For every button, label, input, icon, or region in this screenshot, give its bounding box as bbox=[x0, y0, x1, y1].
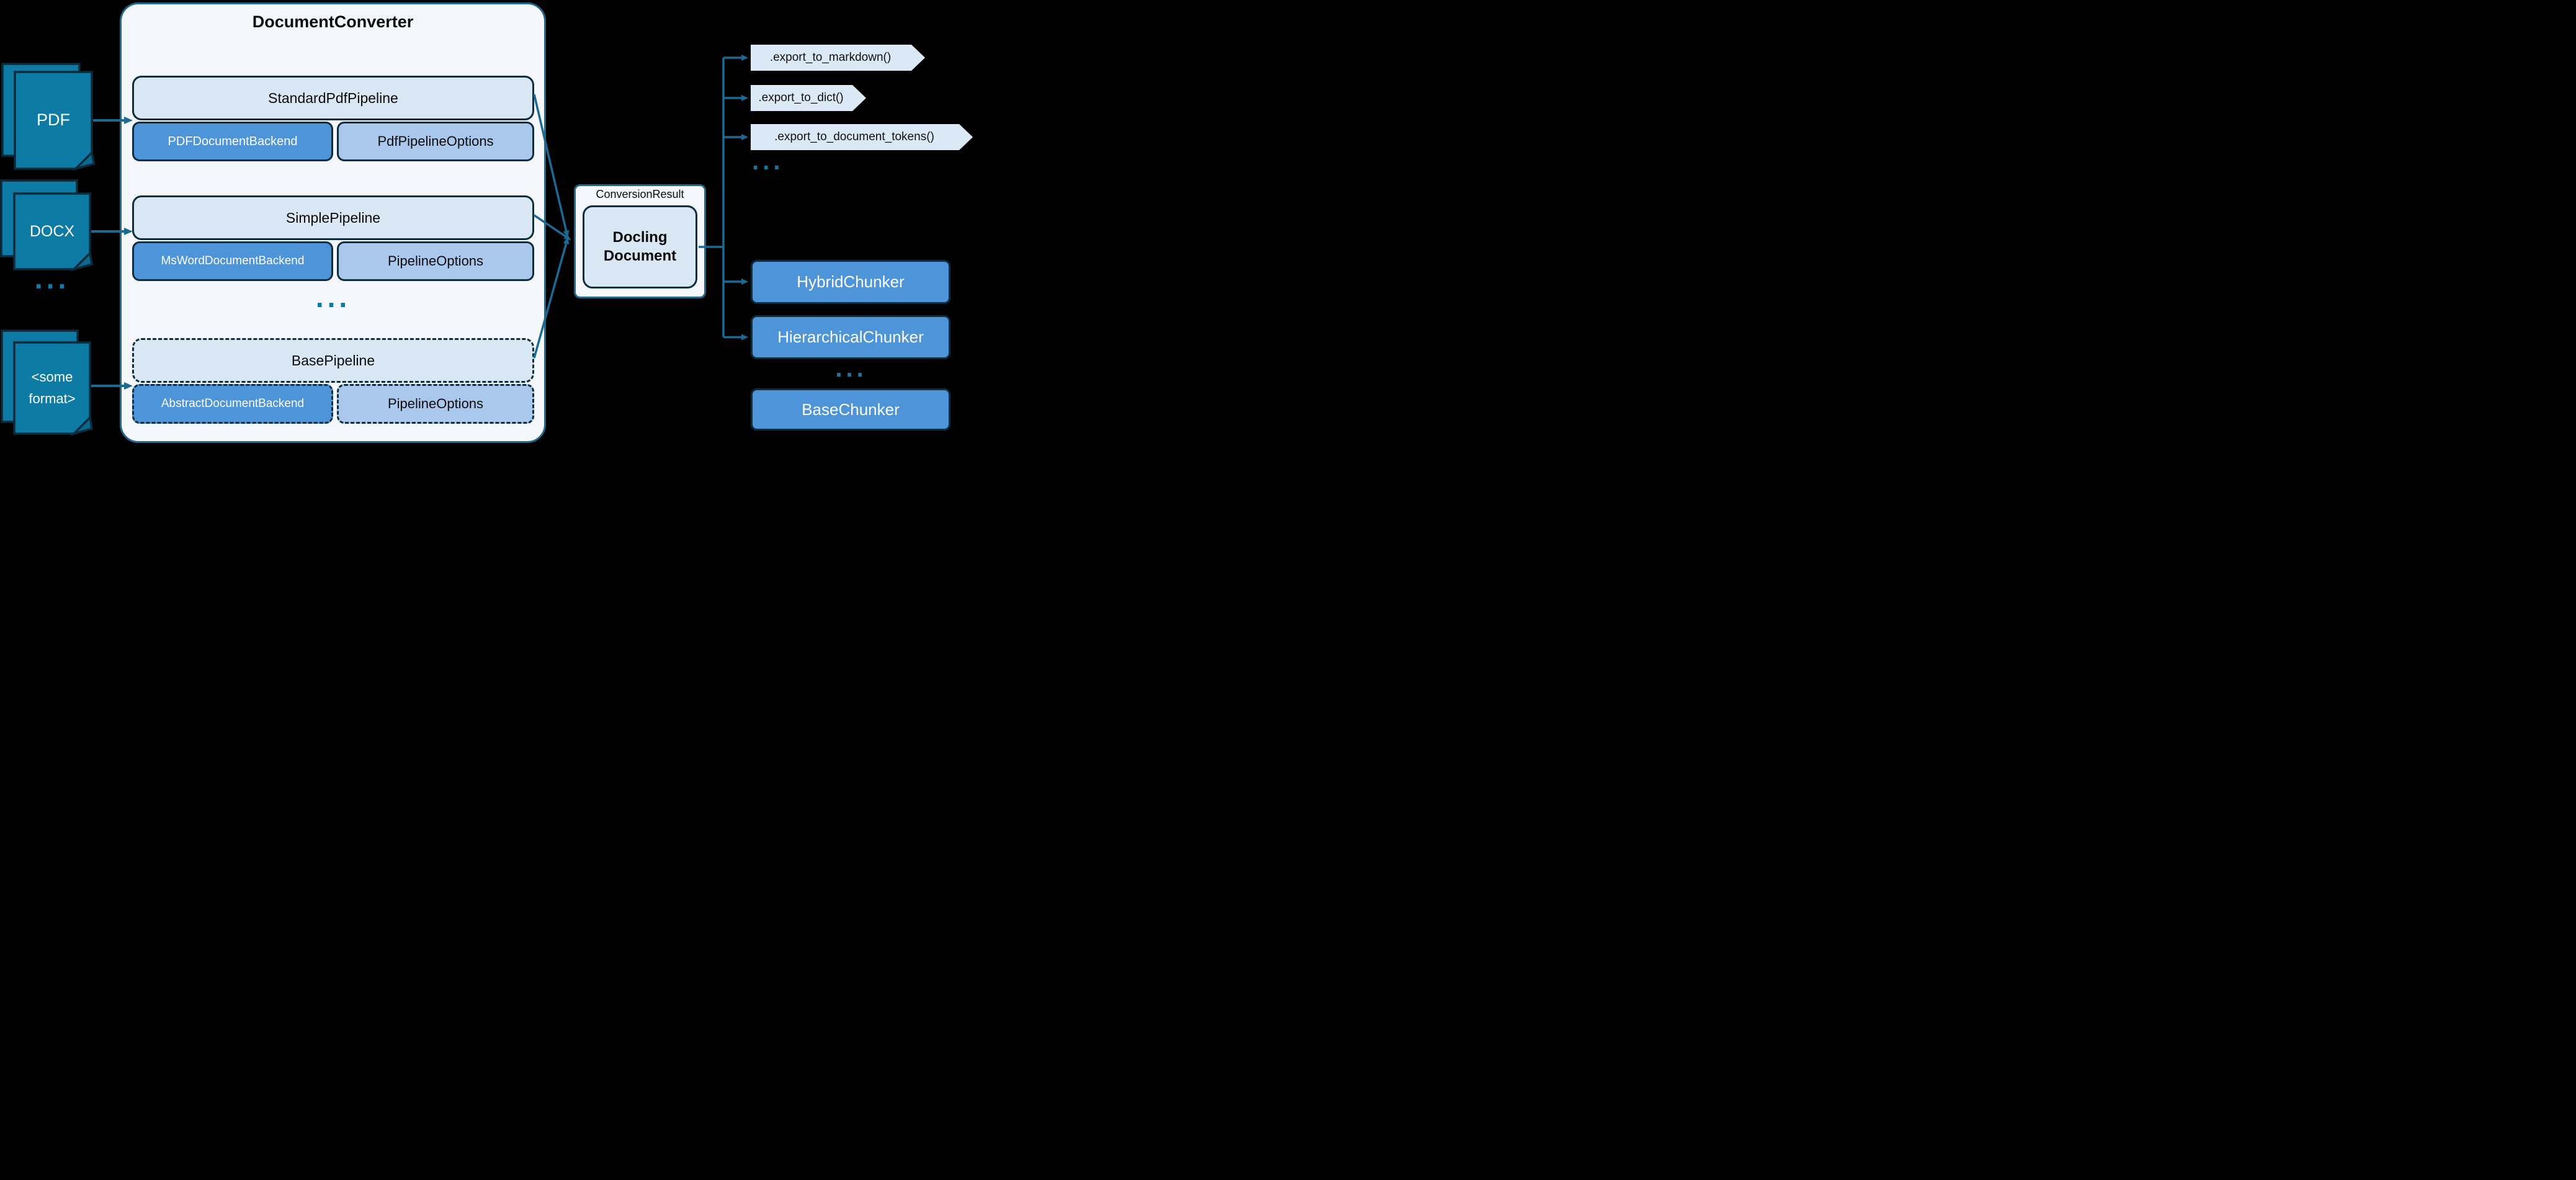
pdf-pipeline-options-box: PdfPipelineOptions bbox=[337, 122, 534, 161]
conversion-result-title: ConversionResult bbox=[596, 187, 684, 200]
standard-pdf-pipeline-box: StandardPdfPipeline bbox=[132, 76, 534, 120]
exports-ellipsis: ... bbox=[752, 148, 784, 175]
base-chunker-box: BaseChunker bbox=[751, 388, 950, 431]
inputs-ellipsis: ... bbox=[34, 262, 70, 295]
chunkers-ellipsis: ... bbox=[835, 355, 867, 382]
base-pipeline-options-box: PipelineOptions bbox=[337, 384, 534, 424]
document-converter-title: DocumentConverter bbox=[252, 12, 414, 31]
hierarchical-chunker-box: HierarchicalChunker bbox=[751, 315, 950, 359]
pdf-label: PDF bbox=[37, 110, 70, 130]
pipeline-options-box: PipelineOptions bbox=[337, 241, 534, 281]
docling-document-box: Docling Document bbox=[583, 205, 697, 288]
export-to-dict-chevron: .export_to_dict() bbox=[751, 85, 866, 111]
base-pipeline-box: BasePipeline bbox=[132, 338, 534, 383]
some-format-label: <some format> bbox=[29, 369, 76, 406]
docling-document-label: Docling Document bbox=[603, 229, 677, 264]
pdf-document-backend-box: PDFDocumentBackend bbox=[132, 122, 333, 161]
converter-ellipsis: ... bbox=[315, 281, 351, 313]
docling-architecture-diagram: PDF DOCX <some format> ... DocumentConve… bbox=[0, 0, 973, 445]
export-to-document-tokens-chevron: .export_to_document_tokens() bbox=[751, 124, 973, 150]
abstract-document-backend-box: AbstractDocumentBackend bbox=[132, 384, 333, 424]
export-to-markdown-chevron: .export_to_markdown() bbox=[751, 45, 925, 71]
hybrid-chunker-box: HybridChunker bbox=[751, 260, 950, 304]
simple-pipeline-box: SimplePipeline bbox=[132, 195, 534, 240]
msword-document-backend-box: MsWordDocumentBackend bbox=[132, 241, 333, 281]
docx-label: DOCX bbox=[29, 222, 75, 240]
